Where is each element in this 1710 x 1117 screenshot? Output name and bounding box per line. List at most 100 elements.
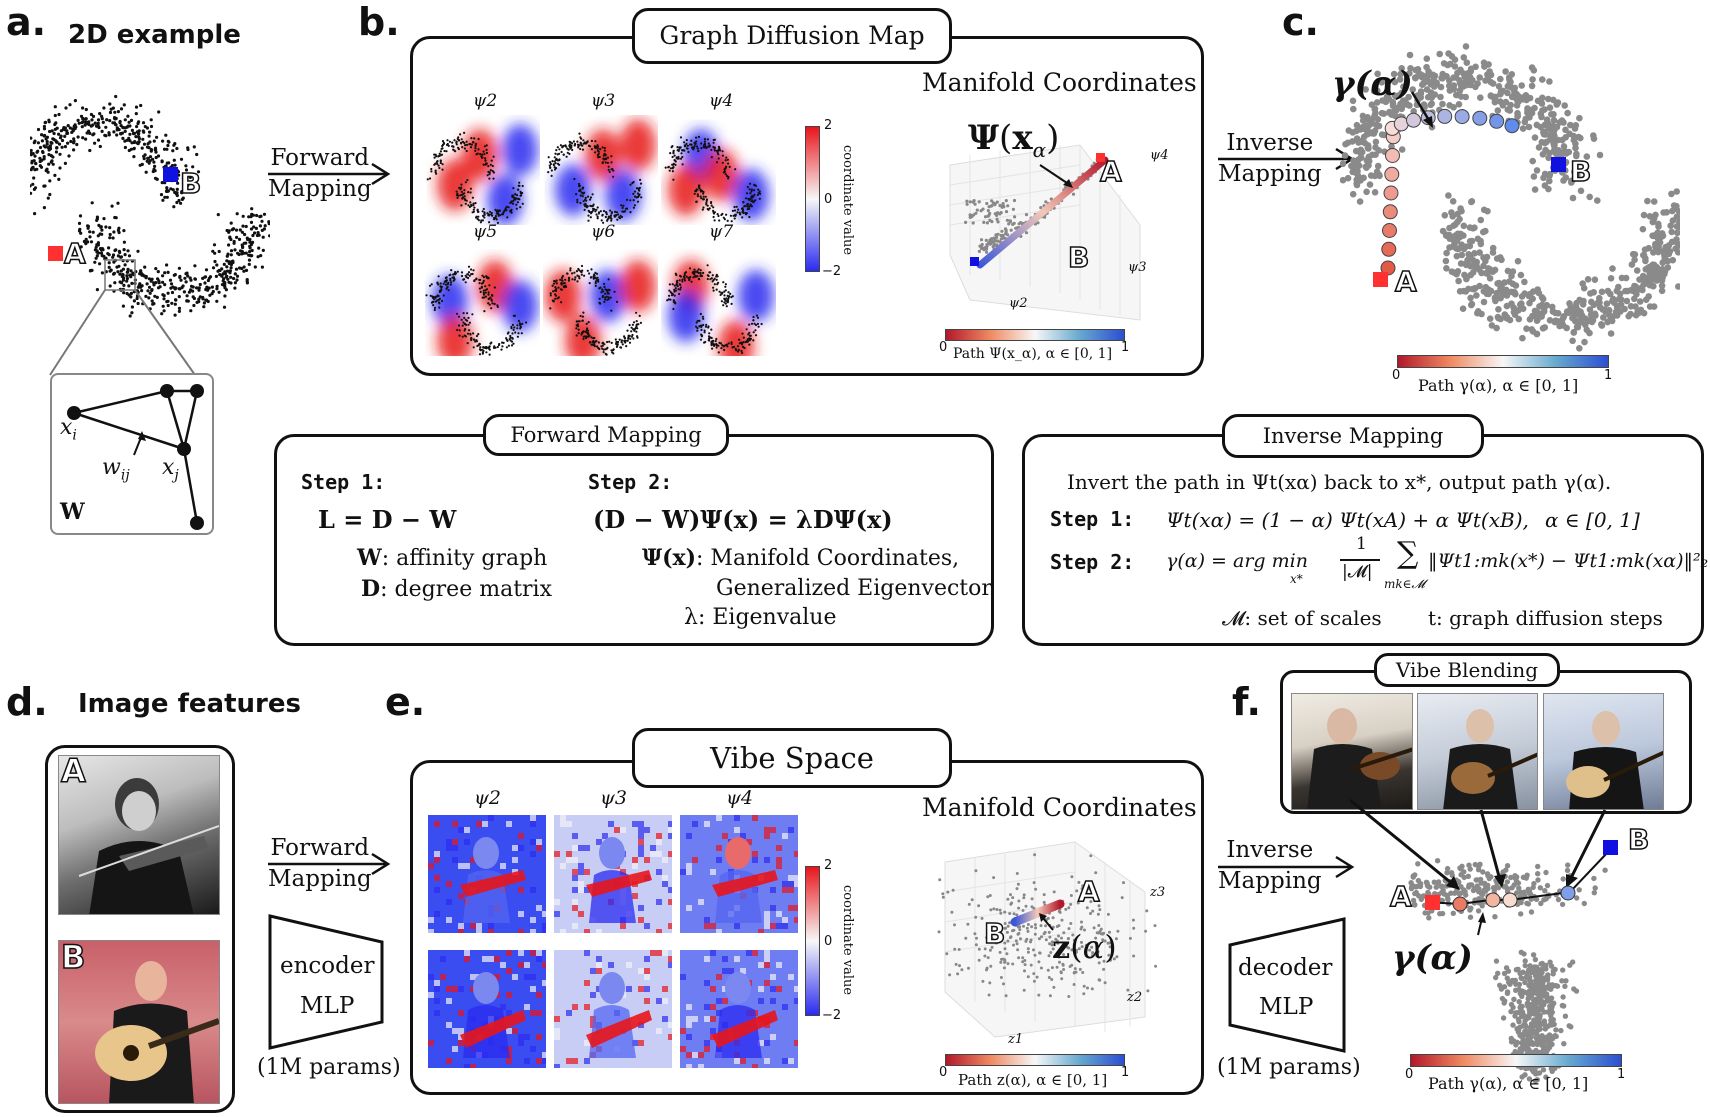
inv-eq2-sum: ∑ <box>1397 536 1419 571</box>
manifold-title-e: Manifold Coordinates <box>922 793 1197 822</box>
gamma-label-f: γ(α) <box>1392 938 1473 978</box>
fwd-d-definition: D: degree matrix <box>361 576 552 602</box>
inv-eq2-sum-sub: mk∈𝓜 <box>1384 577 1425 591</box>
point-a-label-e: A <box>1077 874 1100 909</box>
point-b-label-f: B <box>1627 822 1650 857</box>
cbar-e-tick-mid: 0 <box>824 934 833 949</box>
inv-eq1: Ψt(xα) = (1 − α) Ψt(xA) + α Ψt(xB), <box>1166 508 1529 532</box>
node-xj <box>177 442 191 456</box>
gray-moons-points <box>1340 43 1680 352</box>
decoder-mlp-label: MLP <box>1259 994 1314 1020</box>
vibe-space-title: Vibe Space <box>632 728 952 788</box>
z-alpha-label: z(α) <box>1052 928 1117 966</box>
inv-intro: Invert the path in Ψt(xα) back to x*, ou… <box>1067 470 1612 494</box>
eigenvector-heatmap <box>426 124 538 225</box>
psi-label: ψ7 <box>709 222 734 242</box>
image-a-label: A <box>60 751 86 791</box>
inv-eq2-argmin-sub: x* <box>1290 572 1303 586</box>
point-b-marker-c <box>1551 157 1566 172</box>
image-a-violinist <box>58 755 220 915</box>
panel-a-title: 2D example <box>68 20 241 50</box>
vibe-blending-title: Vibe Blending <box>1374 653 1560 687</box>
panel-d-title: Image features <box>78 689 301 719</box>
inv-step2-label: Step 2: <box>1050 550 1135 574</box>
path-colorbar-e <box>945 1054 1125 1066</box>
path-bar-f-label: Path γ(α), α ∈ [0, 1] <box>1428 1074 1589 1093</box>
inv-eq1-range: α ∈ [0, 1] <box>1545 508 1640 532</box>
cbar-b-tick-mid: 0 <box>824 192 833 207</box>
eigenvector-heatmap <box>425 260 538 356</box>
path-bar-f-tick-0: 0 <box>1405 1067 1414 1082</box>
cbar-e-label: coordinate value <box>840 885 855 996</box>
image-b-guitarist <box>58 940 220 1104</box>
encoder-trapezoid <box>268 914 384 1050</box>
point-b-marker-f <box>1603 840 1618 855</box>
psi-label: ψ2 <box>474 787 501 809</box>
affinity-graph <box>67 384 204 530</box>
path-bar-c-tick-0: 0 <box>1392 368 1401 383</box>
decoder-label: decoder <box>1238 955 1333 981</box>
coordinate-colorbar-e <box>805 866 820 1016</box>
panel-e-letter: e. <box>385 680 426 724</box>
axis-label-psi3: ψ3 <box>1128 260 1147 275</box>
eigenvector-heatmap <box>428 950 546 1068</box>
point-a-label-b: A <box>1099 154 1122 189</box>
cbar-e-tick-top: 2 <box>824 858 833 873</box>
point-a-marker-c <box>1373 272 1388 287</box>
panel-a-scatter <box>30 94 270 376</box>
psi-label: ψ3 <box>600 787 627 809</box>
axis-label-psi4: ψ4 <box>1150 148 1169 163</box>
panel-b-letter: b. <box>358 0 400 44</box>
encoder-mlp-label: MLP <box>300 993 355 1019</box>
point-b-marker <box>163 167 178 182</box>
graph-wij-label: wij <box>102 455 130 484</box>
zoom-line-right <box>134 289 196 376</box>
inverse-mapping-title: Inverse Mapping <box>1222 414 1484 458</box>
blend-image-1 <box>1291 693 1413 810</box>
axis-label-z2: z2 <box>1127 990 1143 1005</box>
psi-label: ψ6 <box>591 222 616 242</box>
psi-label: ψ4 <box>726 787 753 809</box>
path-bar-e-tick-1: 1 <box>1121 1065 1130 1080</box>
inv-step1-label: Step 1: <box>1050 507 1135 531</box>
point-b-label-b: B <box>1067 240 1090 275</box>
point-a-label-c: A <box>1394 264 1417 299</box>
inverse-arrow-2 <box>1218 855 1355 879</box>
inverse-arrow-1 <box>1218 147 1355 171</box>
cbar-b-label: coordinate value <box>840 145 855 256</box>
path-bar-f-tick-1: 1 <box>1617 1067 1626 1082</box>
forward-mapping-title: Forward Mapping <box>483 414 729 456</box>
manifold-3d-plot-b <box>949 144 1141 321</box>
inv-eq2-frac-num: 1 <box>1356 534 1367 554</box>
manifold-3d-plot-e <box>937 841 1157 1038</box>
point-a-label: A <box>63 236 86 271</box>
panel-f-scatter <box>1350 798 1618 1084</box>
inv-eq2-frac-den: |𝓜| <box>1342 562 1373 582</box>
graph-diffusion-map-title: Graph Diffusion Map <box>632 8 952 64</box>
psi-label: ψ3 <box>591 91 616 111</box>
manifold-title-b: Manifold Coordinates <box>922 68 1197 97</box>
blend-image-2 <box>1417 693 1538 810</box>
inv-t-definition: t: graph diffusion steps <box>1428 606 1663 630</box>
path-bar-c-label: Path γ(α), α ∈ [0, 1] <box>1418 376 1579 395</box>
eigenvector-heatmap <box>545 260 656 356</box>
fwd-psi-definition-2: Generalized Eigenvector <box>716 576 992 601</box>
axis-label-psi2: ψ2 <box>1009 296 1028 311</box>
path-colorbar-f <box>1410 1054 1622 1067</box>
point-b-label-c: B <box>1569 154 1592 189</box>
path-colorbar-c <box>1397 355 1609 368</box>
eigenvector-heatmap <box>680 950 798 1068</box>
panel-c-scatter <box>1340 43 1680 352</box>
encoder-params: (1M params) <box>257 1055 401 1080</box>
fwd-eq-laplacian: L = D − W <box>318 505 457 534</box>
inv-eq2-norm: ‖Ψt1:mk(x*) − Ψt1:mk(xα)‖²₂ <box>1428 550 1709 572</box>
fwd-w-definition: W: affinity graph <box>357 545 548 571</box>
psi-x-alpha-label: Ψ(xα) <box>968 118 1060 162</box>
inv-eq2-frac-bar <box>1340 559 1380 561</box>
psi-label: ψ2 <box>473 91 498 111</box>
path-bar-e-label: Path z(α), α ∈ [0, 1] <box>958 1071 1108 1089</box>
